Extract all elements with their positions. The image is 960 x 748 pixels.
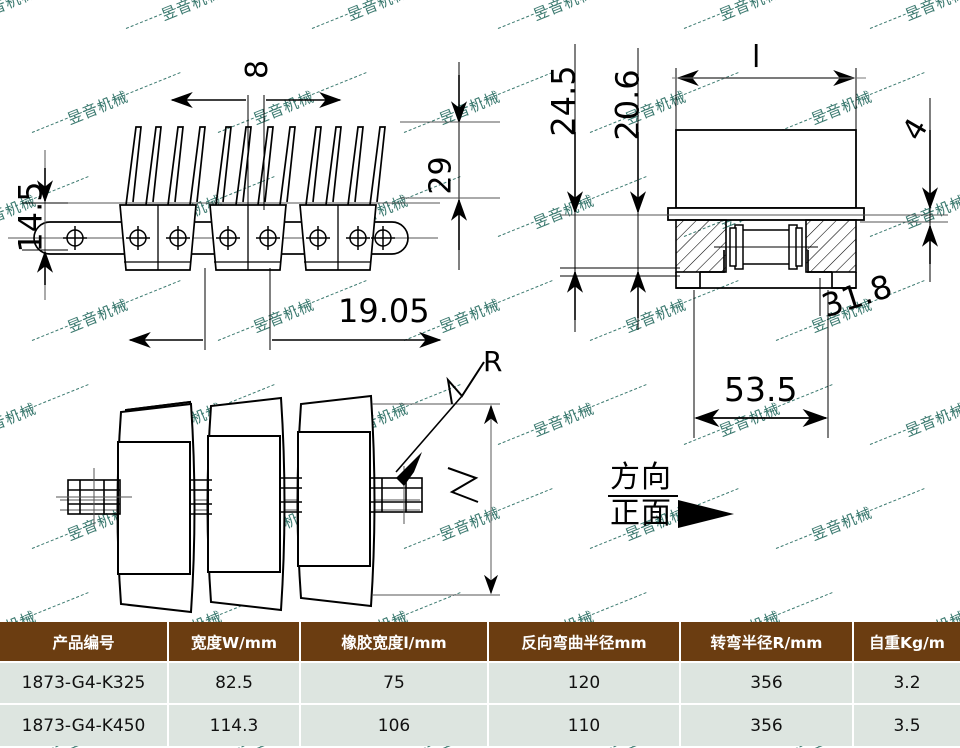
dimension-label-8: 8	[240, 59, 276, 80]
column-header-product-code: 产品编号	[0, 622, 169, 662]
dimension-label-29: 29	[423, 156, 459, 195]
direction-label-top: 方向	[610, 460, 672, 495]
dimension-W	[372, 403, 500, 596]
dimension-label-20-6: 20.6	[608, 69, 647, 141]
dimension-label-53-5: 53.5	[724, 370, 798, 409]
column-header-width: 宽度W/mm	[167, 622, 301, 662]
table-header-row: 产品编号 宽度W/mm 橡胶宽度l/mm 反向弯曲半径mm 转弯半径R/mm 自…	[0, 622, 960, 662]
cell-backbend: 110	[487, 703, 681, 746]
dimension-14-5	[22, 150, 68, 300]
cell-rubber-width: 106	[299, 703, 489, 746]
cell-turn-radius: 356	[679, 661, 854, 704]
dimension-29	[400, 62, 500, 270]
dimension-19-05	[128, 268, 442, 350]
table-row: 1873-G4-K450 114.3 106 110 356 3.5	[0, 703, 960, 746]
callout-label-R: R	[483, 345, 503, 378]
cell-width: 82.5	[167, 661, 301, 704]
dimension-l	[672, 68, 866, 130]
dimension-label-24-5: 24.5	[544, 65, 583, 137]
specification-table: 产品编号 宽度W/mm 橡胶宽度l/mm 反向弯曲半径mm 转弯半径R/mm 自…	[0, 622, 960, 746]
cell-rubber-width: 75	[299, 661, 489, 704]
direction-divider	[608, 494, 678, 497]
dimension-8	[170, 92, 342, 210]
table-row: 1873-G4-K325 82.5 75 120 356 3.2	[0, 661, 960, 704]
cell-weight: 3.2	[852, 661, 960, 704]
engineering-drawing-canvas	[8, 44, 948, 614]
cell-product-code: 1873-G4-K325	[0, 661, 169, 704]
roller-plan-view	[56, 361, 500, 614]
cell-product-code: 1873-G4-K450	[0, 703, 169, 746]
cell-turn-radius: 356	[679, 703, 854, 746]
cell-weight: 3.5	[852, 703, 960, 746]
dimension-label-l: l	[752, 40, 761, 75]
column-header-backbend: 反向弯曲半径mm	[487, 622, 681, 662]
cell-width: 114.3	[167, 703, 301, 746]
column-header-rubber-width: 橡胶宽度l/mm	[299, 622, 489, 662]
dimension-53-5	[693, 290, 829, 438]
column-header-turn-radius: 转弯半径R/mm	[679, 622, 854, 662]
side-elevation-view	[8, 62, 500, 350]
callout-R	[395, 361, 485, 486]
front-section-view	[560, 44, 948, 438]
direction-label-bottom: 正面	[610, 495, 672, 531]
dimension-label-19-05: 19.05	[338, 292, 430, 330]
right-arrow-icon	[678, 500, 734, 528]
direction-indicator: 方向 正面	[608, 462, 788, 529]
dimension-label-14-5: 14.5	[11, 181, 50, 253]
cell-backbend: 120	[487, 661, 681, 704]
column-header-weight: 自重Kg/m	[852, 622, 960, 662]
